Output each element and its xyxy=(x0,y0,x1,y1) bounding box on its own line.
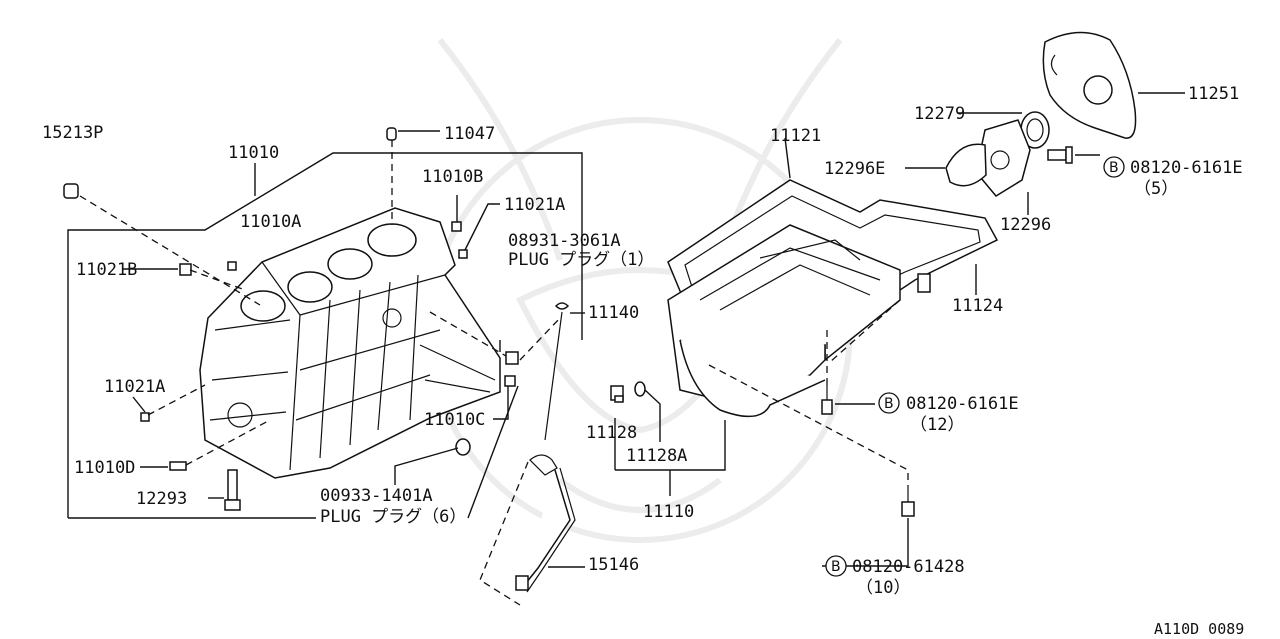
label-11010D: 11010D xyxy=(74,458,135,478)
label-12279: 12279 xyxy=(914,104,965,124)
labels: 15213P 11010 11047 11010B 11021A 11010A … xyxy=(42,84,1244,638)
washer-11128A xyxy=(634,381,646,397)
label-11140: 11140 xyxy=(588,303,639,323)
label-11110: 11110 xyxy=(643,502,694,522)
bolt-08120-61428 xyxy=(901,486,915,517)
drain-plug-11128 xyxy=(610,385,624,403)
label-bolt1-number: 08120-6161E xyxy=(1130,158,1243,178)
label-bolt2-qty: （12） xyxy=(910,415,964,435)
rear-plate-11251 xyxy=(1042,31,1137,139)
plug-11047 xyxy=(386,127,397,141)
plug-11010C xyxy=(504,375,516,387)
gasket-12296E xyxy=(945,143,987,187)
bolt-badge: B xyxy=(884,396,894,412)
plug-11021A-top xyxy=(458,249,468,259)
label-11021A-top: 11021A xyxy=(504,195,565,215)
label-11121: 11121 xyxy=(770,126,821,146)
label-08931-3061A: 08931-3061A xyxy=(508,231,621,251)
label-08931-desc: PLUG プラグ（1） xyxy=(508,250,654,270)
label-11021B: 11021B xyxy=(76,260,137,280)
plug-11010B xyxy=(451,221,462,232)
dipstick-group xyxy=(479,302,585,606)
label-12296: 12296 xyxy=(1000,215,1051,235)
label-11021A-left: 11021A xyxy=(104,377,165,397)
callout-bolt-5: B 08120-6161E （5） xyxy=(1103,156,1243,199)
bolt-badge: B xyxy=(1109,160,1119,176)
oil-pan xyxy=(667,224,901,418)
cylinder-block-group xyxy=(63,127,583,519)
plug-08931-3061A xyxy=(505,351,519,365)
label-11251: 11251 xyxy=(1188,84,1239,104)
label-bolt3-qty: （10） xyxy=(856,578,910,598)
bolt-badge: B xyxy=(831,559,841,575)
label-11128: 11128 xyxy=(586,423,637,443)
gasket-11124 xyxy=(917,273,931,293)
label-11010: 11010 xyxy=(228,143,279,163)
label-00933-desc: PLUG プラグ（6） xyxy=(320,507,466,527)
rear-plate-group xyxy=(905,31,1185,215)
callout-bolt-10: B 08120-61428 （10） xyxy=(825,555,965,598)
cylinder-block xyxy=(199,207,501,479)
oil-pan-group xyxy=(610,137,999,567)
group-bracket-11010 xyxy=(67,152,583,518)
callout-bolt-12: B 08120-6161E （12） xyxy=(878,392,1019,435)
label-12296E: 12296E xyxy=(824,159,885,179)
label-00933-1401A: 00933-1401A xyxy=(320,486,433,506)
label-11124: 11124 xyxy=(952,296,1003,316)
label-bolt2-number: 08120-6161E xyxy=(906,394,1019,414)
label-bolt3-number: 08120-61428 xyxy=(852,557,965,577)
stud-12293 xyxy=(224,469,241,511)
plug-11010D xyxy=(169,461,187,471)
bolt-08120-6161E-12 xyxy=(821,385,833,415)
label-bolt1-qty: （5） xyxy=(1134,179,1178,199)
label-12293: 12293 xyxy=(136,489,187,509)
plug-15213P xyxy=(63,183,79,199)
plug-11010A xyxy=(227,261,237,271)
plug-11021A-left xyxy=(140,412,150,422)
bolt-08120-6161E-5 xyxy=(1047,146,1073,164)
diagram-id: A110D 0089 xyxy=(1154,620,1244,638)
label-15213P: 15213P xyxy=(42,123,103,143)
label-11047: 11047 xyxy=(444,124,495,144)
label-11010B: 11010B xyxy=(422,167,483,187)
plug-11021B xyxy=(179,263,192,276)
label-15146: 15146 xyxy=(588,555,639,575)
label-11010C: 11010C xyxy=(424,410,485,430)
plug-00933-1401A xyxy=(455,438,471,456)
label-11010A: 11010A xyxy=(240,212,301,232)
label-11128A: 11128A xyxy=(626,446,687,466)
